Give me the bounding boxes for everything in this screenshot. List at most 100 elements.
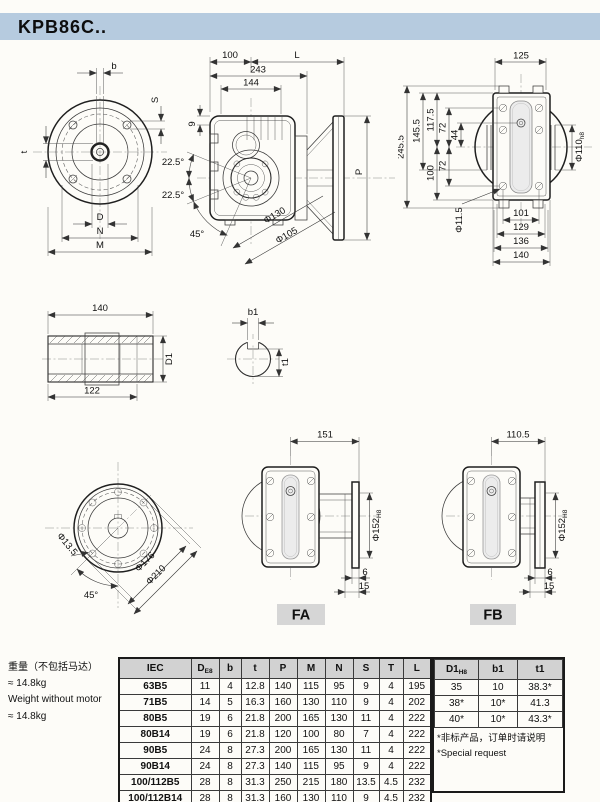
table-cell: 6	[218, 710, 242, 727]
table-cell: 100/112B14	[118, 790, 192, 802]
fa-screws	[265, 476, 316, 558]
table-cell: 11	[190, 678, 220, 695]
table-cell: 38*	[434, 695, 479, 712]
fa-geometry	[241, 456, 379, 580]
table-cell: 12.8	[240, 678, 270, 695]
drawing-side-view: 100 L 243 144 9 22.5° 22.5° 45° Φ130 Φ10…	[162, 50, 395, 265]
table-cell: 9	[352, 694, 380, 711]
table-cell: 21.8	[240, 710, 270, 727]
table-cell: 21.8	[240, 726, 270, 743]
dim-label-144: 144	[243, 78, 259, 89]
dim-label-s: S	[150, 97, 161, 103]
table-cell: 9	[352, 790, 380, 802]
table-cell: 222	[402, 758, 432, 775]
dim-label-n: N	[97, 226, 104, 237]
table-cell: 28	[190, 774, 220, 791]
table-cell: 8	[218, 758, 242, 775]
dim-label-phi152h8-fb: Φ152H8	[557, 509, 569, 541]
col-d1-h8: D1H8	[434, 659, 479, 680]
table-cell: 95	[324, 758, 354, 775]
table-cell: 90B5	[118, 742, 192, 759]
weight-value-zh: ≈ 14.8kg	[8, 678, 47, 690]
dim-label-245-5: 245.5	[398, 135, 407, 159]
table-cell: 120	[268, 726, 298, 743]
dim-label-129: 129	[513, 222, 529, 233]
rear-view-dimensions: 125 245.5 145.5 117.5 72 44 72 100 Φ11.5…	[398, 51, 586, 266]
dim-label-15-fb: 15	[544, 581, 555, 592]
dim-label-9: 9	[187, 121, 198, 126]
table-cell: 110	[324, 694, 354, 711]
table-cell: 100	[296, 726, 326, 743]
table-cell: 222	[402, 726, 432, 743]
table-cell: 130	[296, 694, 326, 711]
table-cell: 250	[268, 774, 298, 791]
rear-geometry	[456, 74, 592, 230]
flange-geometry	[33, 86, 167, 240]
drawing-front-flange-view: b S t D N M	[19, 61, 167, 256]
drawing-output-flange: Φ13.5 Φ176 Φ210 45°	[45, 462, 202, 615]
table-cell: 9	[352, 678, 380, 695]
dim-label-phi11-5: Φ11.5	[454, 207, 465, 232]
table-cell: 27.3	[240, 742, 270, 759]
table-cell: 202	[402, 694, 432, 711]
table-cell: 4.5	[378, 774, 404, 791]
table-cell: 8	[218, 742, 242, 759]
dim-label-243: 243	[250, 65, 266, 76]
fb-dimensions: 110.5 Φ152H8 6 15	[491, 430, 569, 598]
drawing-rear-view: 125 245.5 145.5 117.5 72 44 72 100 Φ11.5…	[398, 51, 592, 266]
dim-label-22-5-a: 22.5°	[162, 157, 184, 168]
shaft-dimensions: 140 122 D1 b1 t1	[47, 303, 291, 401]
table-cell: 11	[352, 710, 380, 727]
dim-label-117-5: 117.5	[426, 108, 437, 131]
mounting-holes	[498, 103, 544, 191]
table-cell: 195	[402, 678, 432, 695]
table-cell: 115	[296, 678, 326, 695]
weight-note-en: Weight without motor	[8, 694, 102, 706]
table-cell: 200	[268, 710, 298, 727]
bolt-holes	[68, 120, 132, 184]
fb-geometry	[441, 456, 568, 580]
dim-label-b: b	[111, 61, 116, 72]
table-cell: 4	[218, 678, 242, 695]
table-cell: 160	[268, 790, 298, 802]
fb-screws	[466, 476, 517, 558]
table-cell: 4	[378, 678, 404, 695]
dim-label-b1: b1	[248, 307, 259, 318]
table-cell: 200	[268, 742, 298, 759]
table-cell: 215	[296, 774, 326, 791]
dim-label-6-fa: 6	[362, 567, 367, 578]
table-cell: 80	[324, 726, 354, 743]
table-cell: 222	[402, 742, 432, 759]
gearbox-geometry	[197, 98, 395, 244]
note-en: *Special request	[437, 747, 507, 759]
table-cell: 38.3*	[516, 679, 564, 696]
dim-label-140-shaft: 140	[92, 303, 108, 314]
table-row: 40*10*43.3*	[434, 711, 564, 728]
dim-label-22-5-b: 22.5°	[162, 190, 184, 201]
col-t1: t1	[516, 659, 564, 680]
table-cell: 160	[268, 694, 298, 711]
col-t: t	[240, 657, 270, 679]
dim-label-D1: D1	[164, 353, 175, 365]
dim-label-45: 45°	[190, 229, 205, 240]
table-row: 38*10*41.3	[434, 695, 564, 712]
drawing-hollow-shaft: 140 122 D1 b1 t1	[42, 303, 291, 401]
table-cell: 10	[477, 679, 518, 696]
col-d-e8: DE8	[190, 657, 220, 679]
dim-label-151: 151	[317, 430, 333, 441]
dim-label-L: L	[294, 50, 299, 61]
table-cell: 130	[296, 790, 326, 802]
dim-label-44: 44	[450, 130, 461, 141]
dim-label-100-rear: 100	[426, 165, 437, 181]
col-l: L	[402, 657, 432, 679]
table-cell: 4	[378, 742, 404, 759]
dimension-table-header: IEC DE8 b t P M N S T L	[118, 657, 432, 679]
